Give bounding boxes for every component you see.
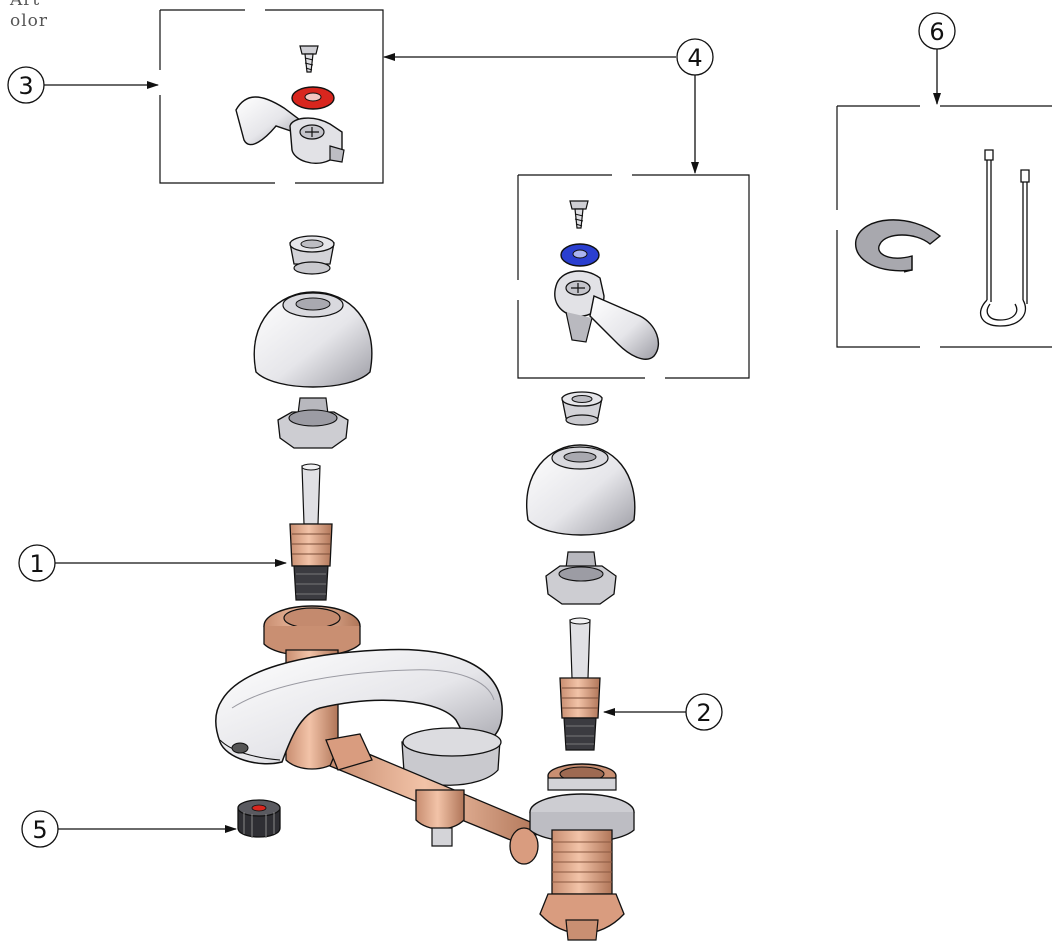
- faucet-body: [215, 648, 635, 941]
- retainer-and-rod: [855, 149, 1030, 327]
- crossover-tube-icon: [325, 733, 541, 865]
- bonnet-nut-icon: [545, 551, 617, 605]
- lever-handle-icon: [235, 96, 345, 164]
- callout-1: 1: [18, 544, 56, 582]
- callout-6: 6: [918, 12, 956, 50]
- cartridge-left-icon: [289, 523, 333, 601]
- leader-lines: [44, 49, 941, 833]
- corner-text-line-2: olor: [10, 11, 49, 31]
- callout-4: 4: [676, 38, 714, 76]
- bonnet-nut-icon: [277, 397, 349, 449]
- screw-icon: [569, 200, 589, 229]
- index-cap-icon: [561, 391, 603, 426]
- callout-6-label: 6: [929, 18, 944, 46]
- cold-seal-icon: [560, 243, 600, 267]
- stem-icon: [569, 617, 591, 679]
- lift-rod-icon: [979, 149, 1030, 327]
- spout-base-icon: [401, 727, 502, 786]
- detail-box-4: [517, 174, 750, 379]
- cold-handle-kit: [554, 200, 659, 360]
- callout-3: 3: [7, 66, 45, 104]
- left-valve-stack: [253, 235, 373, 657]
- callout-2-label: 2: [696, 699, 711, 727]
- callout-4-label: 4: [687, 44, 702, 72]
- detail-box-3: [159, 9, 384, 184]
- detail-box-6: [836, 105, 1052, 348]
- hot-seal-icon: [291, 86, 335, 110]
- spout-icon: [215, 648, 503, 765]
- right-valve-stack: [526, 391, 636, 751]
- index-cap-icon: [289, 235, 335, 275]
- hot-handle-kit: [235, 45, 345, 164]
- retainer-clip-icon: [855, 219, 942, 273]
- screw-icon: [299, 45, 319, 73]
- callout-5-label: 5: [32, 816, 47, 844]
- callout-5: 5: [21, 810, 59, 848]
- callout-3-label: 3: [18, 72, 33, 100]
- corner-text-line-1: Art: [10, 0, 41, 10]
- right-shank-icon: [529, 763, 635, 941]
- callout-1-label: 1: [29, 550, 44, 578]
- dome-cap-icon: [526, 444, 636, 536]
- stem-icon: [301, 463, 321, 525]
- flange-nut-icon: [263, 605, 361, 657]
- dome-cap-icon: [253, 291, 373, 388]
- callout-2: 2: [685, 693, 723, 731]
- lever-handle-icon: [554, 270, 659, 360]
- cartridge-right-icon: [559, 677, 601, 751]
- aerator-icon: [237, 799, 281, 838]
